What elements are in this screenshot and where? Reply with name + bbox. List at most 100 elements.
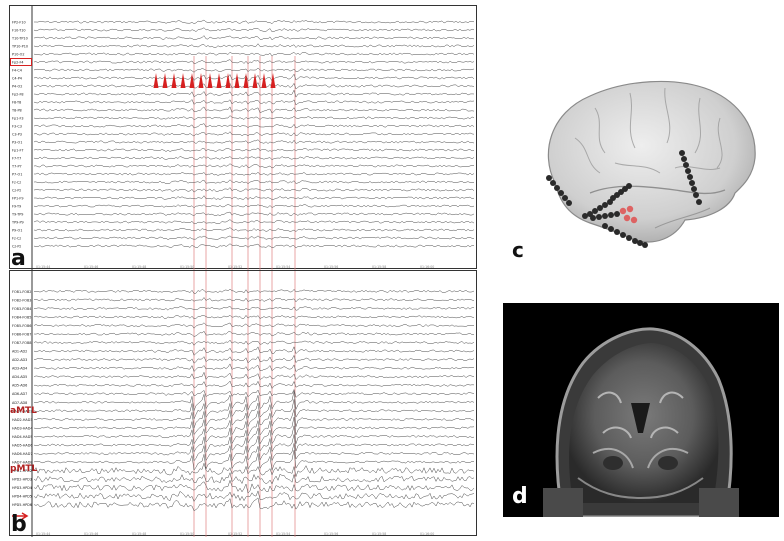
panel-letter-c: c bbox=[512, 238, 524, 262]
channel-label: AD1-AD2 bbox=[12, 350, 27, 354]
channel-trace bbox=[33, 399, 475, 420]
arrow-icon bbox=[12, 512, 29, 520]
channel-label: Fp2-F4 bbox=[12, 61, 24, 65]
channel-label: Cz-Pz bbox=[12, 189, 21, 193]
channel-trace bbox=[33, 450, 475, 471]
channel-trace bbox=[33, 155, 475, 161]
time-tick-label: 01:15:50 bbox=[180, 265, 194, 269]
scalp-eeg-traces: FP2-F10F10-T10T10-TP10TP10-P10P10-O2Fp2-… bbox=[10, 6, 475, 270]
time-tick-label: 01:15:54 bbox=[276, 532, 290, 536]
channel-trace bbox=[33, 434, 475, 454]
time-tick-label: 01:16:00 bbox=[420, 532, 434, 536]
time-tick-label: 01:15:58 bbox=[372, 532, 386, 536]
channel-label: F3-C3 bbox=[12, 125, 22, 129]
channel-trace bbox=[33, 443, 475, 462]
channel-label: C4-P4 bbox=[12, 77, 22, 81]
panel-letter-b: b bbox=[11, 512, 27, 537]
channel-trace bbox=[33, 163, 475, 169]
channel-trace bbox=[33, 27, 475, 33]
channel-trace bbox=[33, 179, 475, 185]
channel-label: AD5-AD6 bbox=[12, 384, 27, 388]
time-tick-label: 01:15:52 bbox=[228, 265, 242, 269]
channel-label: Fz-Cz bbox=[12, 237, 21, 241]
highlighted-contacts bbox=[619, 205, 638, 224]
electrode-array bbox=[546, 150, 702, 248]
channel-trace bbox=[33, 35, 475, 41]
channel-trace bbox=[33, 89, 475, 98]
channel-label: HAD5-HAD6 bbox=[12, 443, 33, 447]
channel-label: Fp1-F7 bbox=[12, 149, 24, 153]
channel-label: Fp2-F8 bbox=[12, 93, 24, 97]
channel-trace bbox=[33, 99, 475, 106]
channel-trace bbox=[33, 346, 475, 356]
channel-label: HAD4-HAD5 bbox=[12, 435, 33, 439]
channel-trace bbox=[33, 354, 475, 364]
channel-label: T10-TP10 bbox=[11, 37, 28, 41]
channel-trace bbox=[33, 409, 475, 429]
channel-label: Fp1-F3 bbox=[12, 117, 24, 121]
channel-trace bbox=[33, 297, 475, 303]
channel-label: AD3-AD4 bbox=[12, 367, 27, 371]
channel-label: TP9-P9 bbox=[11, 221, 24, 225]
brain-surface bbox=[547, 80, 756, 243]
channel-label: TP10-P10 bbox=[11, 45, 28, 49]
channel-trace bbox=[33, 322, 475, 329]
channel-trace bbox=[33, 339, 475, 346]
channel-trace bbox=[33, 131, 475, 137]
time-tick-label: 01:15:44 bbox=[36, 265, 50, 269]
channel-trace bbox=[34, 380, 475, 390]
channel-label: FOB6-FOB7 bbox=[12, 332, 31, 336]
channel-label: P7-O1 bbox=[12, 173, 22, 177]
channel-label: HPD4-HPD5 bbox=[12, 495, 32, 499]
channel-trace bbox=[34, 195, 475, 200]
channel-label: HPD2-HPD3 bbox=[12, 478, 32, 482]
channel-trace bbox=[33, 388, 475, 398]
channel-trace bbox=[33, 235, 475, 240]
channel-label: AD7-AD8 bbox=[12, 401, 27, 405]
channel-trace bbox=[33, 425, 475, 445]
channel-label: AD4-AD5 bbox=[12, 375, 27, 379]
channel-label: FOB3-FOB4 bbox=[12, 307, 31, 311]
channel-label: Cz-Pz bbox=[12, 245, 21, 249]
time-tick-label: 01:15:58 bbox=[372, 265, 386, 269]
panel-letter-d: d bbox=[512, 484, 528, 509]
channel-trace bbox=[33, 330, 475, 337]
channel-label: T8-P8 bbox=[11, 109, 22, 113]
channel-label: FOB4-FOB5 bbox=[12, 315, 31, 319]
time-tick-label: 01:16:00 bbox=[420, 265, 434, 269]
highlighted-channel-box bbox=[10, 58, 32, 66]
channel-label: F9-T9 bbox=[12, 205, 21, 209]
channel-trace bbox=[33, 227, 475, 232]
time-tick-label: 01:15:48 bbox=[132, 532, 146, 536]
time-tick-label: 01:15:46 bbox=[84, 532, 98, 536]
channel-label: FP2-F10 bbox=[12, 21, 26, 25]
channel-trace bbox=[33, 288, 475, 294]
channel-label: C3-P3 bbox=[12, 133, 22, 137]
channel-trace bbox=[33, 211, 475, 217]
channel-label: HAD6-HAD7 bbox=[12, 452, 33, 456]
time-tick-label: 01:15:48 bbox=[132, 265, 146, 269]
region-label: aMTL bbox=[10, 406, 37, 416]
channel-label: P9-O1 bbox=[12, 229, 22, 233]
channel-label: P10-O2 bbox=[12, 53, 25, 57]
channel-label: FOB1-FOB2 bbox=[12, 290, 31, 294]
channel-trace bbox=[33, 147, 475, 152]
channel-trace bbox=[33, 490, 475, 502]
channel-trace bbox=[33, 479, 475, 494]
channel-trace bbox=[33, 51, 475, 57]
channel-label: Fz-Cz bbox=[12, 181, 21, 185]
channel-label: AD2-AD3 bbox=[12, 358, 27, 362]
panel-letter-a: a bbox=[11, 246, 26, 271]
channel-trace bbox=[33, 417, 475, 437]
channel-trace bbox=[33, 371, 475, 380]
channel-trace bbox=[33, 43, 475, 48]
channel-label: P3-O1 bbox=[12, 141, 22, 145]
time-tick-label: 01:15:46 bbox=[84, 265, 98, 269]
channel-trace bbox=[33, 73, 475, 82]
time-tick-label: 01:15:56 bbox=[324, 532, 338, 536]
channel-trace bbox=[33, 243, 474, 249]
channel-label: AD6-AD7 bbox=[12, 392, 27, 396]
channel-label: HAD2-HAD3 bbox=[12, 418, 33, 422]
time-tick-label: 01:15:56 bbox=[324, 265, 338, 269]
channel-label: FOB2-FOB3 bbox=[12, 298, 31, 302]
